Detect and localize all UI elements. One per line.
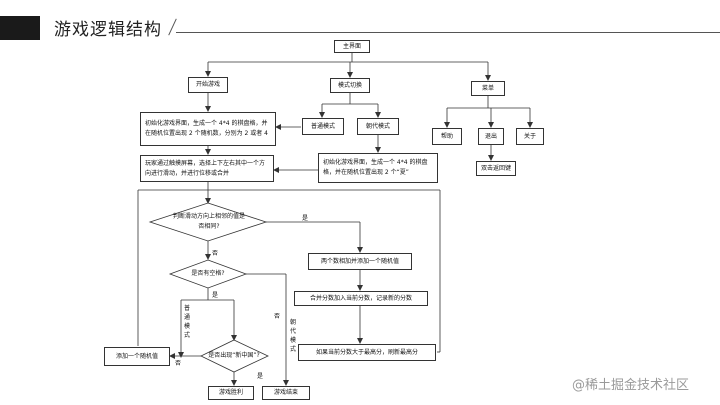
node-init-dynasty: 初始化游戏界面，生成一个 4*4 的棋盘格，并在随机位置出现 2 个“夏” <box>318 153 438 183</box>
decision-china-shape <box>200 339 269 373</box>
node-add-score: 合并分数加入当前分数，记录新的分数 <box>294 291 428 306</box>
label-normal-branch: 普通模式 <box>184 305 191 339</box>
node-swipe: 玩家通过触摸屏幕，选择上下左右其中一个方向进行滑动，并进行位移或合并 <box>140 155 274 182</box>
node-menu: 菜单 <box>471 81 505 96</box>
label-full-yes: 是 <box>212 292 219 299</box>
decision-same-shape <box>148 202 268 242</box>
node-about: 关于 <box>516 128 544 145</box>
node-game-over: 游戏结束 <box>262 386 310 400</box>
label-china-no: 否 <box>175 360 182 367</box>
page-title: 游戏逻辑结构 <box>54 20 162 40</box>
label-full-no: 否 <box>274 313 281 320</box>
node-main-menu: 主界面 <box>334 40 370 53</box>
decision-same-text: 判断滑动方向上相邻的值是否相同? <box>172 213 245 230</box>
decision-full-text: 是否有空格? <box>191 270 225 277</box>
decision-full-shape <box>168 259 248 289</box>
node-exit: 退出 <box>478 128 504 145</box>
slide-header: 游戏逻辑结构 <box>0 0 720 44</box>
header-divider <box>176 32 720 33</box>
decision-china-text: 是否出现“新中国”? <box>208 352 260 359</box>
node-init-normal: 初始化游戏界面，生成一个 4*4 的棋盘格，并在随机位置出现 2 个随机数，分别… <box>140 112 276 146</box>
node-best-score: 如果当前分数大于最高分，刷新最高分 <box>298 344 436 361</box>
node-mode-switch: 模式切换 <box>330 78 370 93</box>
label-same-yes: 是 <box>302 215 309 222</box>
label-dynasty-branch: 朝代模式 <box>290 319 297 353</box>
node-help: 帮助 <box>432 128 462 145</box>
header-block <box>0 16 40 40</box>
node-add-random: 添加一个随机值 <box>104 347 170 366</box>
node-double-back: 双击返回键 <box>476 161 516 176</box>
node-normal-mode: 普通模式 <box>302 118 344 135</box>
label-china-yes: 是 <box>257 373 264 380</box>
node-victory: 游戏胜利 <box>208 386 254 400</box>
label-same-no: 否 <box>212 250 219 257</box>
node-start-game: 开始游戏 <box>188 77 228 93</box>
node-add-merge: 两个数相加并添加一个随机值 <box>308 253 412 270</box>
node-dynasty-mode: 朝代模式 <box>357 118 399 135</box>
watermark: @稀土掘金技术社区 <box>572 378 690 393</box>
